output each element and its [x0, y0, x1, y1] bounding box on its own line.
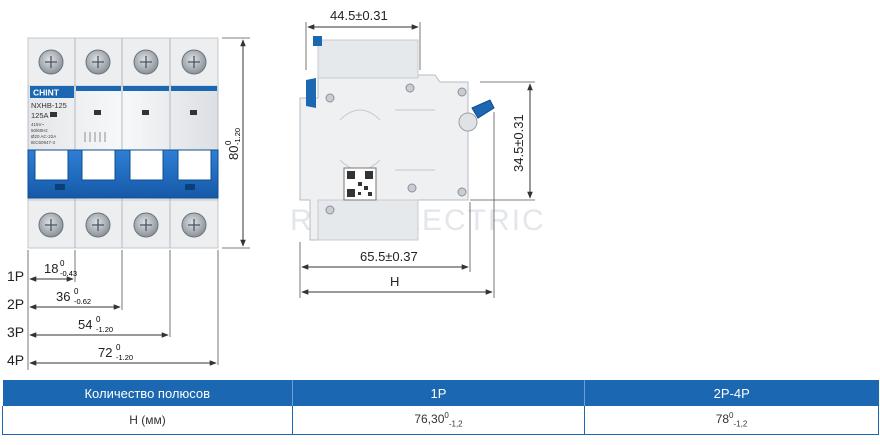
pole-row-label: 4P: [7, 352, 24, 368]
table-row: H (мм) 76,300-1,2 780-1,2: [2, 406, 879, 435]
pole-width-down: -0.43: [60, 269, 77, 278]
header-2p-4p: 2P-4P: [584, 380, 879, 406]
total-height-label: H: [390, 274, 399, 289]
pole-width-down: -1.20: [116, 353, 133, 362]
model-label: NXHB-125: [31, 101, 67, 110]
pole-width-up: 0: [74, 287, 79, 296]
rating-label: 125A: [31, 111, 49, 120]
pole-row-label: 3P: [7, 324, 24, 340]
front-height-base: 80: [226, 146, 241, 160]
front-view-breaker: CHINT NXHB-125 125A 415V~ 50/60Hz Ø20 AC…: [27, 37, 219, 249]
pole-width-down: -0.62: [74, 297, 91, 306]
pole-width-base: 36: [56, 289, 70, 304]
row-label-h: H (мм): [2, 406, 293, 435]
spec-line: Ø20 AC-22A: [31, 134, 56, 139]
pole-width-up: 0: [96, 315, 101, 324]
cell-h-1p: 76,300-1,2: [292, 406, 585, 435]
spec-line: IEC60947-3: [31, 140, 56, 145]
qr-code-icon: [343, 167, 377, 201]
pole-width-base: 18: [44, 261, 58, 276]
terminal-screw-icon: [38, 49, 207, 75]
spec-table: Количество полюсов 1P 2P-4P H (мм) 76,30…: [2, 380, 879, 435]
terminal-screw-icon: [38, 212, 207, 238]
spec-line: 415V~: [31, 122, 45, 127]
technical-drawing: ROSTELECTRIC: [7, 8, 544, 370]
pole-width-base: 54: [78, 317, 92, 332]
pole-width-up: 0: [60, 259, 65, 268]
brand-logo: CHINT: [33, 88, 60, 98]
spec-line: 50/60Hz: [31, 128, 49, 133]
front-height-up: 0: [224, 140, 233, 145]
header-poles: Количество полюсов: [2, 380, 293, 406]
front-height-down: -1.20: [233, 128, 242, 145]
cell-h-2p-4p: 780-1,2: [584, 406, 879, 435]
side-view-breaker: [299, 36, 495, 241]
pole-row-label: 2P: [7, 296, 24, 312]
table-header-row: Количество полюсов 1P 2P-4P: [2, 380, 879, 406]
side-depth-dimension: 65.5±0.37: [360, 249, 418, 264]
pole-row-label: 1P: [7, 268, 24, 284]
svg-text:80: 80: [226, 146, 241, 160]
pole-width-dimensions: 1P 18 0 -0.43 2P 36 0 -0.62 3P 54 0 -1.2…: [7, 250, 219, 370]
pole-width-base: 72: [98, 345, 112, 360]
header-1p: 1P: [292, 380, 585, 406]
side-width-dimension: 44.5±0.31: [330, 8, 388, 23]
pole-width-up: 0: [116, 343, 121, 352]
pole-width-down: -1.20: [96, 325, 113, 334]
side-height-dimension: 34.5±0.31: [511, 114, 526, 172]
